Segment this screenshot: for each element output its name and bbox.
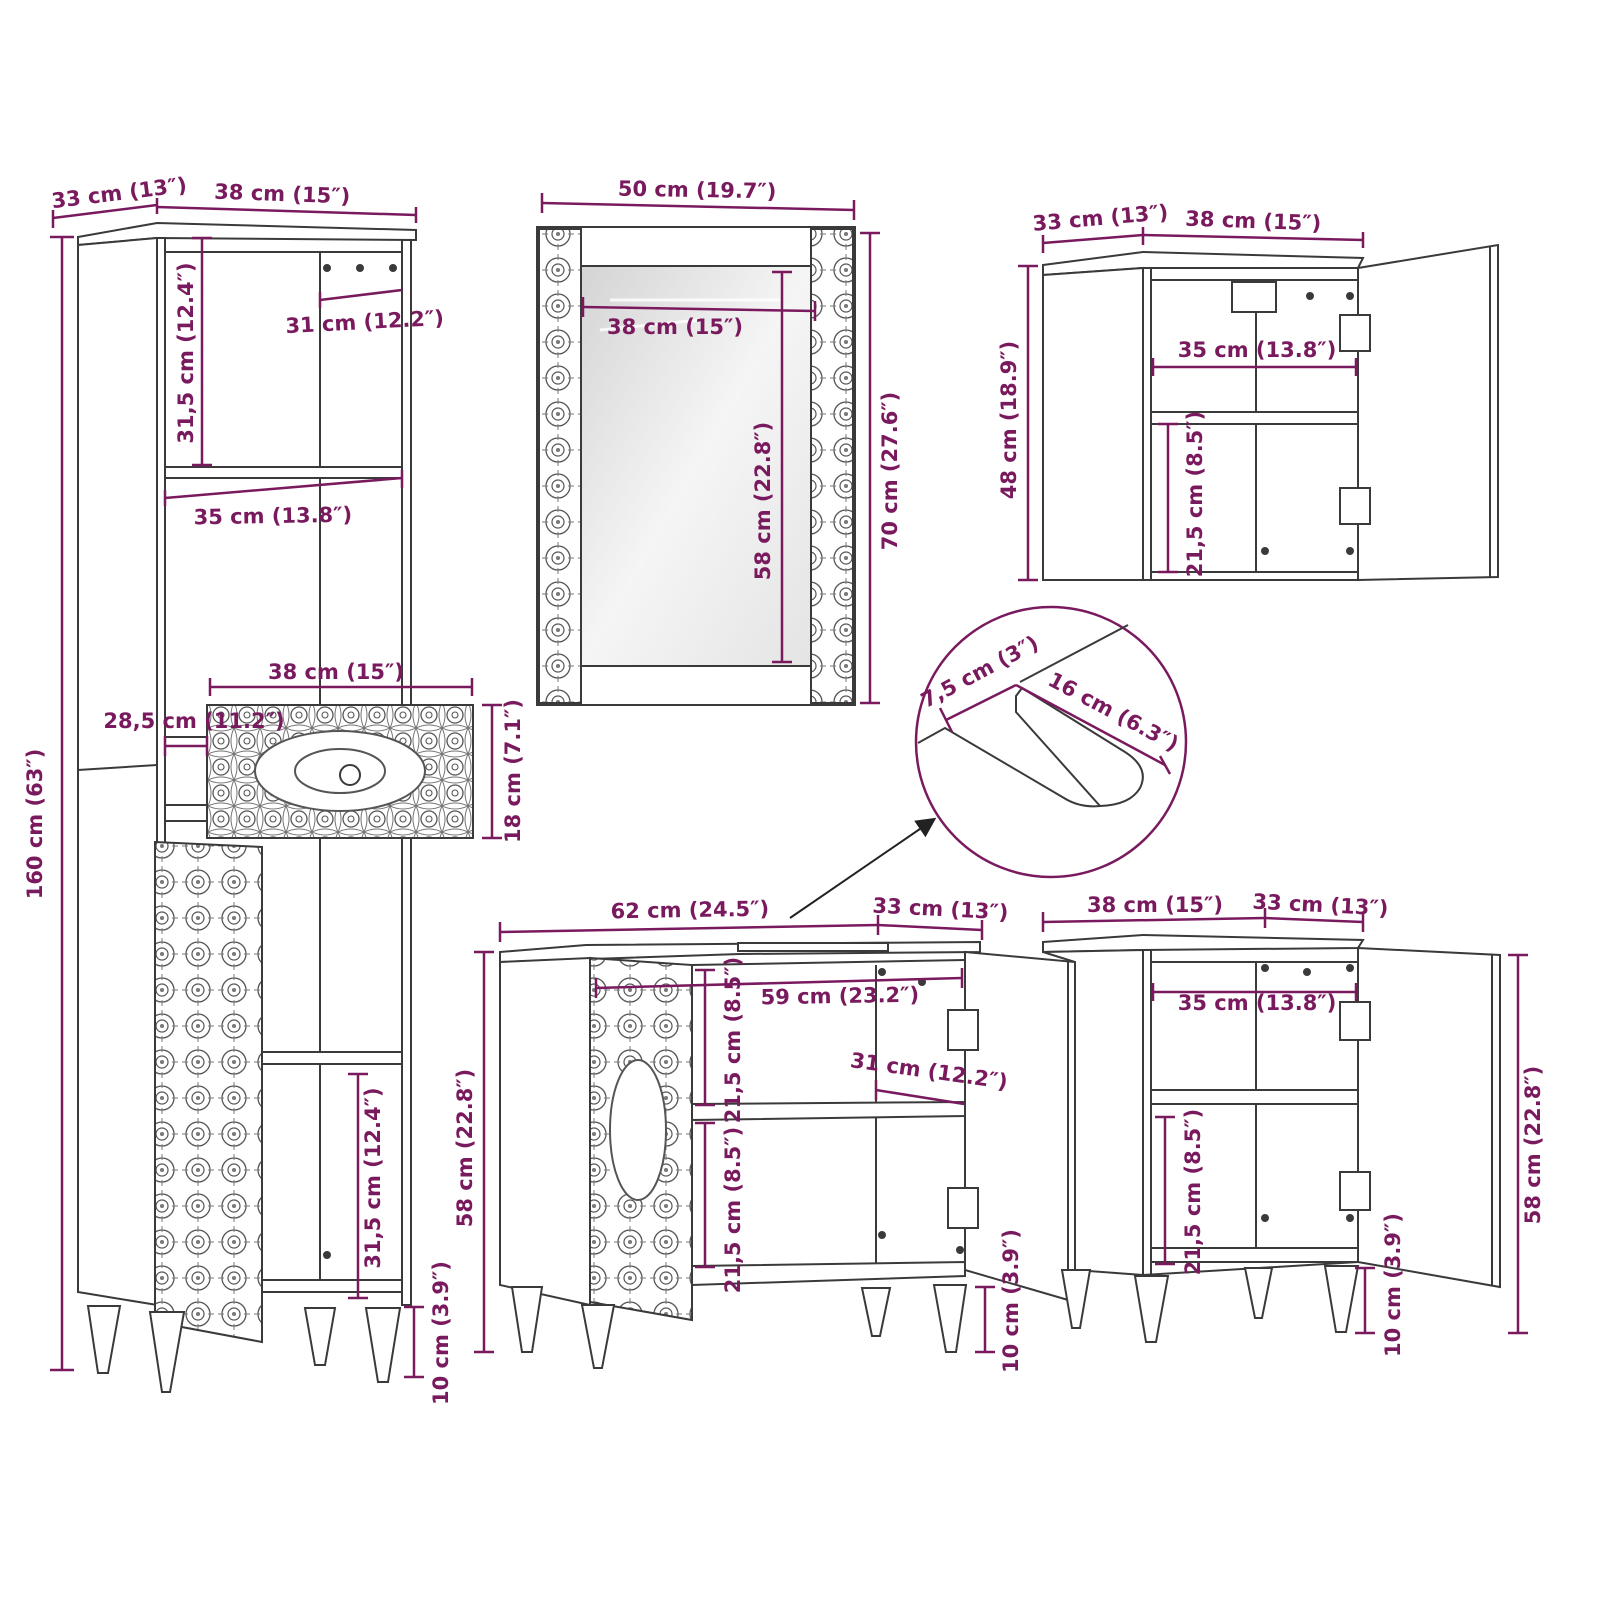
tall-leg-height-label: 10 cm (3.9″) <box>429 1261 453 1405</box>
mirror-glass-width-label: 38 cm (15″) <box>607 315 743 339</box>
sink-leg-height-label: 10 cm (3.9″) <box>999 1229 1023 1373</box>
tall-drawer-depth-label: 28,5 cm (11.2″) <box>103 709 284 733</box>
wall-width-label: 38 cm (15″) <box>1185 207 1322 236</box>
tall-top-shelf-depth-label: 31 cm (12.2″) <box>285 306 445 338</box>
wall-height-label: 48 cm (18.9″) <box>997 341 1021 500</box>
sink-height-label: 58 cm (22.8″) <box>453 1069 477 1228</box>
small-height-label: 58 cm (22.8″) <box>1521 1066 1545 1225</box>
small-leg-height-label: 10 cm (3.9″) <box>1381 1213 1405 1357</box>
small-shelf-height-label: 21,5 cm (8.5″) <box>1181 1109 1205 1276</box>
sink-upper-height-label: 21,5 cm (8.5″) <box>721 957 745 1124</box>
small-depth-label: 33 cm (13″) <box>1252 889 1389 920</box>
small-width-label: 38 cm (15″) <box>1087 893 1223 917</box>
mirror-outer-height-label: 70 cm (27.6″) <box>878 392 902 551</box>
mirror-glass-height-label: 58 cm (22.8″) <box>751 422 775 581</box>
tall-drawer-width-label: 38 cm (15″) <box>268 660 404 684</box>
tall-inner-width-label: 35 cm (13.8″) <box>193 503 352 530</box>
dimension-lines <box>50 193 1528 1379</box>
wall-shelf-height-label: 21,5 cm (8.5″) <box>1183 411 1207 578</box>
wall-cabinet <box>1042 243 1499 582</box>
tall-bottom-shelf-height-label: 31,5 cm (12.4″) <box>361 1087 385 1268</box>
small-cabinet <box>1042 933 1501 1343</box>
sink-inner-width-label: 59 cm (23.2″) <box>760 983 919 1010</box>
tall-drawer-height-label: 18 cm (7.1″) <box>501 699 525 843</box>
handle-detail <box>789 605 1188 919</box>
wall-inner-width-label: 35 cm (13.8″) <box>1178 338 1337 362</box>
sink-lower-height-label: 21,5 cm (8.5″) <box>721 1127 745 1294</box>
tall-width-label: 38 cm (15″) <box>214 180 351 209</box>
mirror <box>536 226 856 706</box>
wall-depth-label: 33 cm (13″) <box>1032 200 1170 236</box>
mirror-outer-width-label: 50 cm (19.7″) <box>618 177 777 204</box>
sink-width-label: 62 cm (24.5″) <box>610 897 769 924</box>
sink-depth-label: 33 cm (13″) <box>872 893 1009 924</box>
sink-cabinet <box>499 940 1076 1369</box>
small-inner-width-label: 35 cm (13.8″) <box>1178 991 1337 1015</box>
tall-cabinet <box>77 221 474 1393</box>
tall-top-shelf-height-label: 31,5 cm (12.4″) <box>174 262 198 443</box>
tall-total-height-label: 160 cm (63″) <box>23 749 47 900</box>
